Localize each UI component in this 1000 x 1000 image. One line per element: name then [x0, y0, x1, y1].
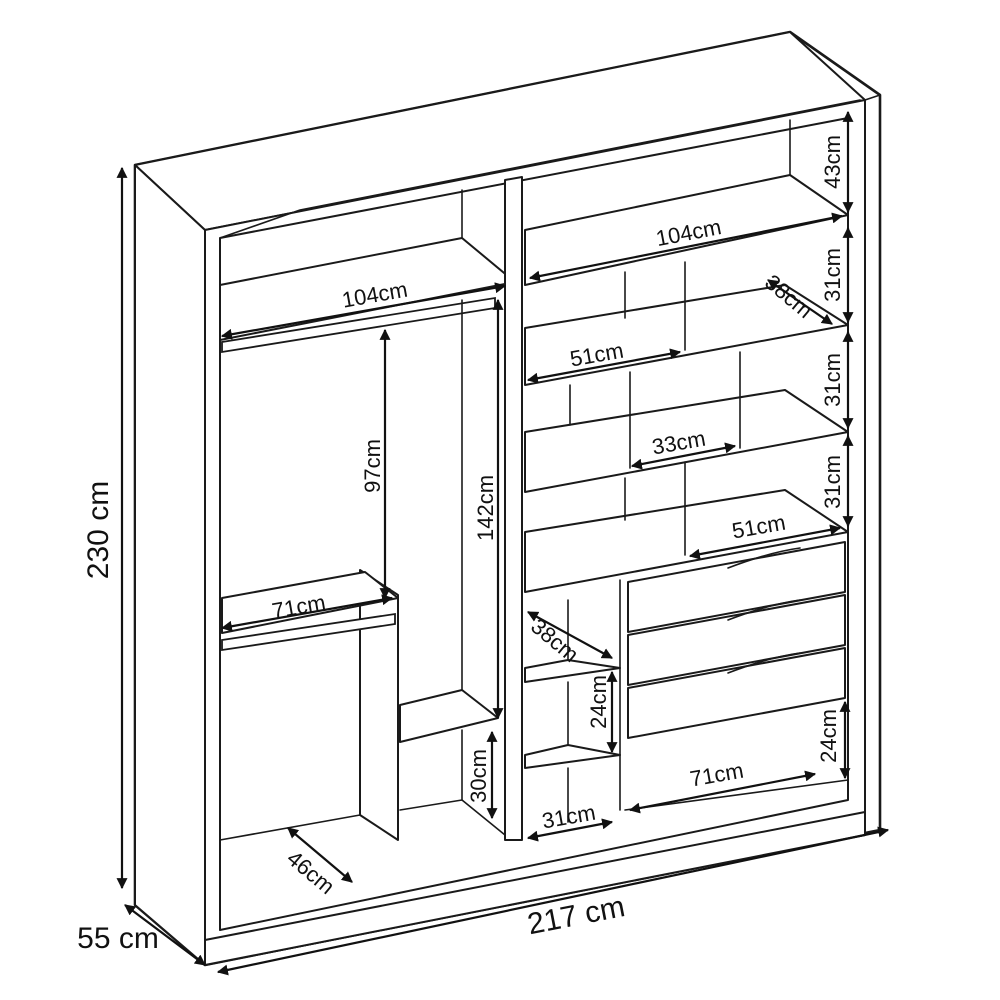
left-inner-panel: [359, 569, 399, 841]
long-floor-line: [399, 799, 506, 836]
label-right-top-height: 43cm: [820, 135, 845, 189]
label-shelf-h1: 31cm: [820, 248, 845, 302]
label-overall-height: 230 cm: [82, 481, 115, 579]
dim-side-bottom: [526, 818, 614, 842]
label-overall-depth: 55 cm: [77, 922, 159, 955]
dim-right-top-width: [528, 212, 844, 282]
dim-left-depth: [287, 827, 353, 883]
drawer-2-handle[interactable]: [727, 599, 801, 621]
dim-cubby-w1: [526, 348, 682, 384]
dim-drawer-bottom-width: [628, 770, 817, 814]
right-shelf-3: [524, 489, 849, 593]
central-divider: [504, 176, 523, 841]
dim-cubby-w2: [630, 442, 737, 470]
label-drawer-bottom-height: 24cm: [816, 709, 841, 763]
dim-depth-line: [124, 904, 206, 966]
dim-width-line: [216, 826, 890, 976]
label-hanging-long: 142cm: [473, 475, 498, 541]
dim-left-mid-width: [220, 594, 394, 632]
label-shelf-h3: 31cm: [820, 455, 845, 509]
dim-left-top-width: [220, 282, 507, 340]
dimension-lines: [116, 110, 890, 976]
back-panel-edge: [219, 99, 861, 239]
drawer-3[interactable]: [627, 647, 846, 739]
drawer-3-handle[interactable]: [727, 652, 801, 674]
right-shelf-2: [524, 389, 849, 493]
label-hanging-upper: 97cm: [360, 439, 385, 493]
label-side-height: 24cm: [586, 675, 611, 729]
drawer-stack: [627, 541, 846, 739]
label-shelf-h2: 31cm: [820, 353, 845, 407]
dim-shelf-depth: [767, 279, 833, 325]
dim-cubby-w3: [688, 524, 842, 560]
label-small-shelf: 30cm: [466, 749, 491, 803]
lower-cubby-shelf-2: [524, 744, 621, 769]
dim-side-depth: [527, 611, 613, 659]
drawer-2[interactable]: [627, 594, 846, 686]
lower-cubby-shelf-1: [524, 659, 621, 683]
left-side-panel: [134, 164, 206, 966]
